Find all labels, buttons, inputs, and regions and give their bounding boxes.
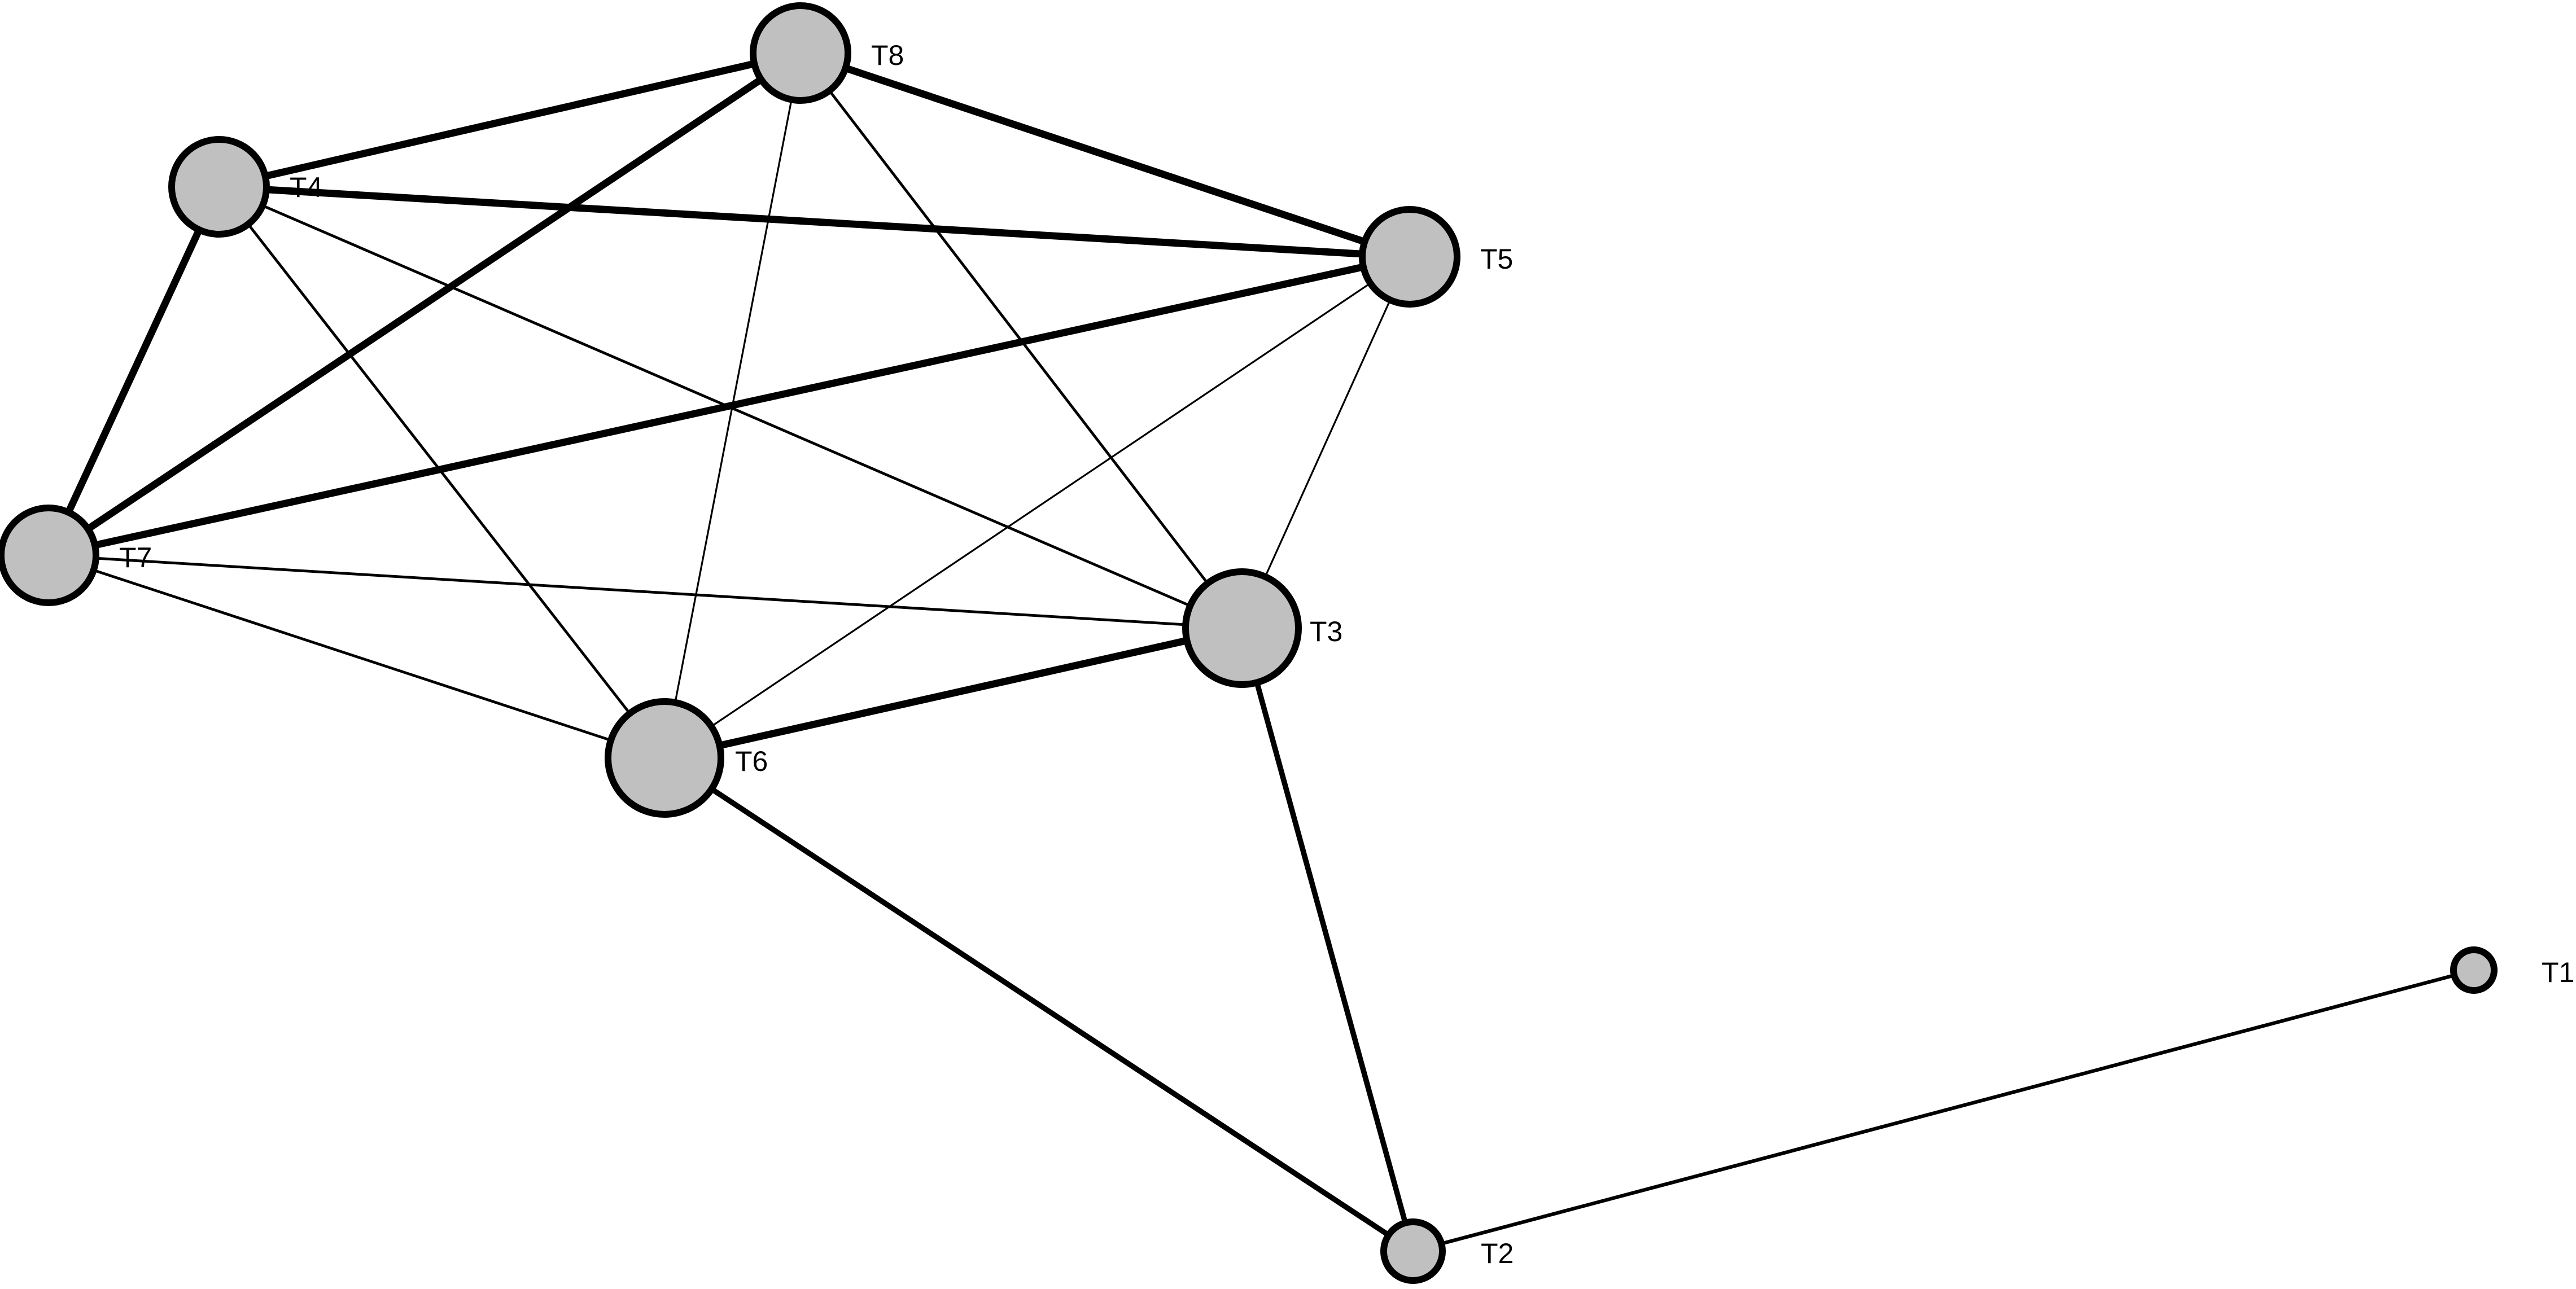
edge-t8-t6 [663, 52, 802, 759]
edge-t5-t6 [663, 256, 1411, 759]
node-t5 [1359, 206, 1460, 308]
node-label-t1: T1 [2542, 957, 2574, 988]
edge-t8-t7 [45, 49, 804, 559]
node-label-t6: T6 [735, 746, 768, 777]
node-label-t3: T3 [1310, 616, 1342, 647]
edge-t5-t3 [1241, 256, 1411, 629]
node-t8 [750, 2, 851, 104]
edge-t2-t1 [1411, 968, 2476, 1253]
edge-t6-t3 [661, 624, 1246, 762]
nodes-layer [0, 2, 2498, 1284]
node-label-t2: T2 [1481, 1238, 1514, 1269]
node-label-t8: T8 [871, 40, 904, 71]
edge-t8-t5 [797, 49, 1414, 261]
edge-t6-t2 [662, 755, 1416, 1254]
node-t3 [1182, 568, 1302, 688]
node-t4 [168, 136, 270, 238]
edges-layer [45, 49, 2476, 1254]
edge-t4-t5 [215, 183, 1414, 261]
edge-t4-t3 [217, 185, 1244, 630]
edge-t7-t6 [47, 554, 666, 760]
node-label-t5: T5 [1480, 243, 1513, 275]
edge-t4-t7 [45, 183, 223, 559]
edge-t4-t6 [217, 185, 666, 760]
edge-t8-t3 [799, 51, 1244, 630]
edge-t7-t3 [47, 554, 1244, 630]
node-label-t7: T7 [119, 542, 152, 573]
node-t6 [605, 698, 724, 818]
edge-t3-t2 [1239, 625, 1416, 1254]
node-t2 [1380, 1218, 1446, 1284]
node-label-t4: T4 [290, 172, 322, 203]
node-t7 [0, 505, 99, 606]
node-t1 [2450, 946, 2498, 994]
edge-t8-t4 [215, 49, 804, 191]
